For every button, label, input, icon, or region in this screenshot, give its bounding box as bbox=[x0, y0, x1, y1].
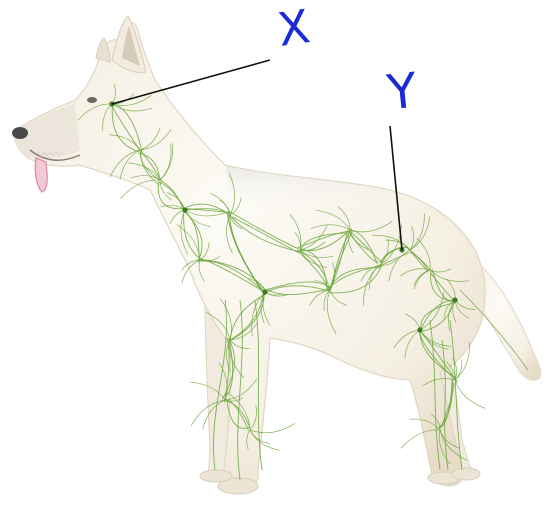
dog-paw-hind-far bbox=[452, 468, 480, 480]
dog-tongue bbox=[35, 158, 47, 192]
lymph-node bbox=[182, 207, 187, 212]
label-x: X bbox=[274, 0, 313, 57]
lymph-node bbox=[262, 289, 267, 294]
dog-eye bbox=[87, 97, 97, 103]
label-y: Y bbox=[384, 63, 421, 122]
dog-ear-back bbox=[96, 38, 110, 62]
dog-body bbox=[12, 16, 541, 494]
lymph-vessel bbox=[455, 380, 485, 408]
lymph-node bbox=[452, 297, 457, 302]
lymph-node bbox=[417, 327, 422, 332]
dog-paw-front-far bbox=[200, 470, 232, 482]
dog-nose bbox=[12, 127, 28, 139]
